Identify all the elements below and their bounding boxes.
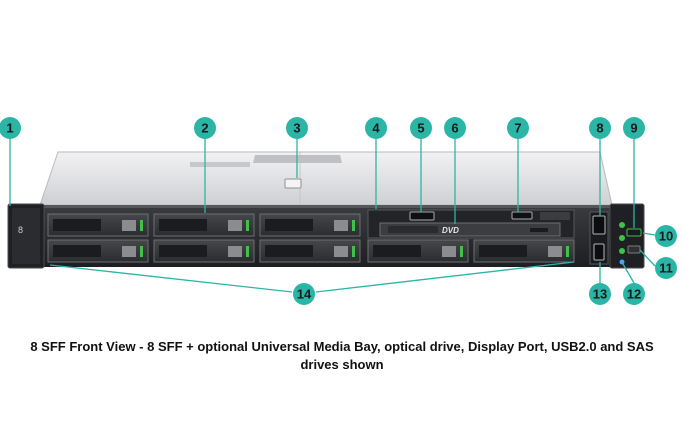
drive-bay[interactable] [473,239,575,263]
right-rack-ear [609,203,645,269]
health-led [619,235,625,241]
svg-text:12: 12 [627,287,641,302]
callouts: 1 2 3 4 5 6 7 8 [0,117,677,305]
svg-text:14: 14 [297,287,312,302]
callout-9: 9 [623,117,645,139]
drive-bay[interactable] [153,239,255,263]
front-usb-port[interactable] [593,243,605,261]
optical-drive[interactable]: DVD [379,222,561,237]
optical-drive-label: DVD [442,226,459,235]
chassis-top-latch [284,178,302,189]
callout-5: 5 [410,117,432,139]
left-ear-label: 8 [18,225,23,235]
display-port[interactable] [409,211,435,221]
drive-bay[interactable] [47,213,149,237]
drive-bay[interactable] [259,239,361,263]
drive-bays [47,213,575,263]
callout-6: 6 [444,117,466,139]
nic-led [619,248,625,254]
callout-4: 4 [365,117,387,139]
callout-7: 7 [507,117,529,139]
callout-3: 3 [286,117,308,139]
usb-port[interactable] [511,211,533,220]
svg-text:11: 11 [659,261,673,276]
leader-lines [9,138,656,293]
callout-11: 11 [655,257,677,279]
power-led [619,222,625,228]
caption-line-1: 8 SFF Front View - 8 SFF + optional Univ… [30,339,654,354]
svg-text:9: 9 [630,121,637,136]
caption-line-2: drives shown [300,357,384,372]
svg-text:6: 6 [451,121,458,136]
svg-text:1: 1 [6,121,13,136]
left-rack-ear: 8 [7,203,45,269]
callout-2: 2 [194,117,216,139]
svg-text:7: 7 [514,121,521,136]
callout-12: 12 [623,283,645,305]
callout-8: 8 [589,117,611,139]
uid-button[interactable] [627,245,641,254]
callout-14: 14 [293,283,315,305]
front-ports-column [589,211,609,265]
drive-bay[interactable] [367,239,469,263]
uid-led [619,259,625,265]
callout-13: 13 [589,283,611,305]
callout-10: 10 [655,225,677,247]
svg-text:4: 4 [372,121,380,136]
callout-1: 1 [0,117,21,139]
front-display-port[interactable] [592,215,606,235]
universal-media-bay: DVD [367,209,575,239]
drive-bay[interactable] [259,213,361,237]
vent-grille [540,212,570,220]
svg-text:13: 13 [593,287,607,302]
drive-bay[interactable] [153,213,255,237]
svg-text:2: 2 [201,121,208,136]
svg-text:10: 10 [659,229,673,244]
svg-text:3: 3 [293,121,300,136]
figure-caption: 8 SFF Front View - 8 SFF + optional Univ… [0,338,684,374]
drive-bay[interactable] [47,239,149,263]
svg-text:5: 5 [417,121,424,136]
power-button[interactable] [626,228,642,237]
svg-text:8: 8 [596,121,603,136]
